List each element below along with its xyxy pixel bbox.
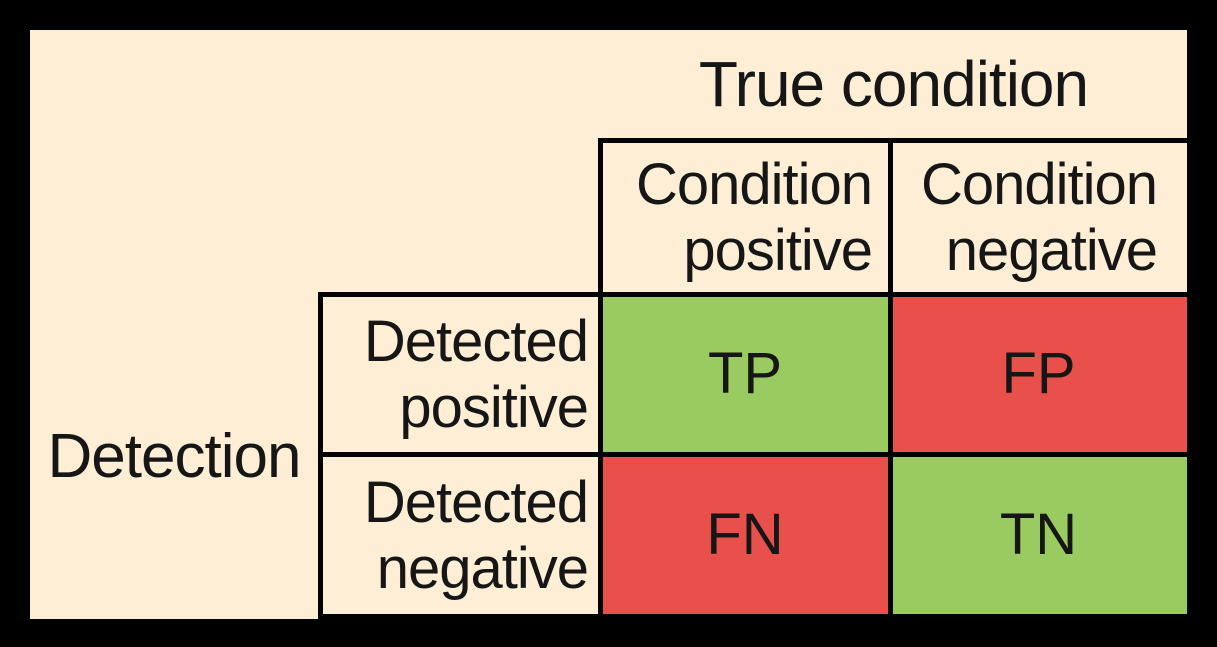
col-group-header-label: True condition xyxy=(698,48,1089,120)
cell-false-negative xyxy=(600,455,890,619)
grid-line-row-divider xyxy=(318,452,1187,457)
row-header-detected-positive: Detected positive xyxy=(323,297,598,452)
fn-text: FN xyxy=(706,502,784,567)
grid-line-rowheader-left xyxy=(318,292,323,619)
cell-label-fp: FP xyxy=(890,294,1187,452)
tp-text: TP xyxy=(707,340,783,406)
row-header-detected-negative-line1: Detected xyxy=(363,469,589,535)
col-header-condition-positive-line2: positive xyxy=(683,217,873,283)
fp-text: FP xyxy=(1001,340,1076,406)
cell-true-positive xyxy=(600,294,890,455)
col-group-header-true-condition: True condition xyxy=(600,30,1187,138)
col-header-condition-positive-line1: Condition xyxy=(635,151,873,217)
cell-label-tp: TP xyxy=(600,294,890,452)
row-group-header-detection: Detection xyxy=(30,294,318,619)
col-header-condition-negative-line2: negative xyxy=(945,217,1158,283)
tn-text: TN xyxy=(999,502,1078,567)
grid-line-col-divider xyxy=(888,138,893,619)
row-header-detected-positive-line2: positive xyxy=(399,374,589,440)
grid-line-bottom xyxy=(318,614,1187,619)
cell-label-fn: FN xyxy=(600,455,890,614)
col-header-condition-positive: Condition positive xyxy=(603,143,888,292)
grid-line-row1-top xyxy=(318,292,1187,297)
row-header-detected-negative-line2: negative xyxy=(376,535,589,601)
cell-false-positive xyxy=(890,294,1187,455)
cell-true-negative xyxy=(890,455,1187,619)
row-group-header-label: Detection xyxy=(47,422,302,491)
col-header-condition-negative-line1: Condition xyxy=(920,151,1158,217)
row-header-detected-negative: Detected negative xyxy=(323,457,598,614)
cell-label-tn: TN xyxy=(890,455,1187,614)
col-header-condition-negative: Condition negative xyxy=(893,143,1187,292)
row-header-detected-positive-line1: Detected xyxy=(363,308,589,374)
grid-line-col1-left xyxy=(598,138,603,619)
